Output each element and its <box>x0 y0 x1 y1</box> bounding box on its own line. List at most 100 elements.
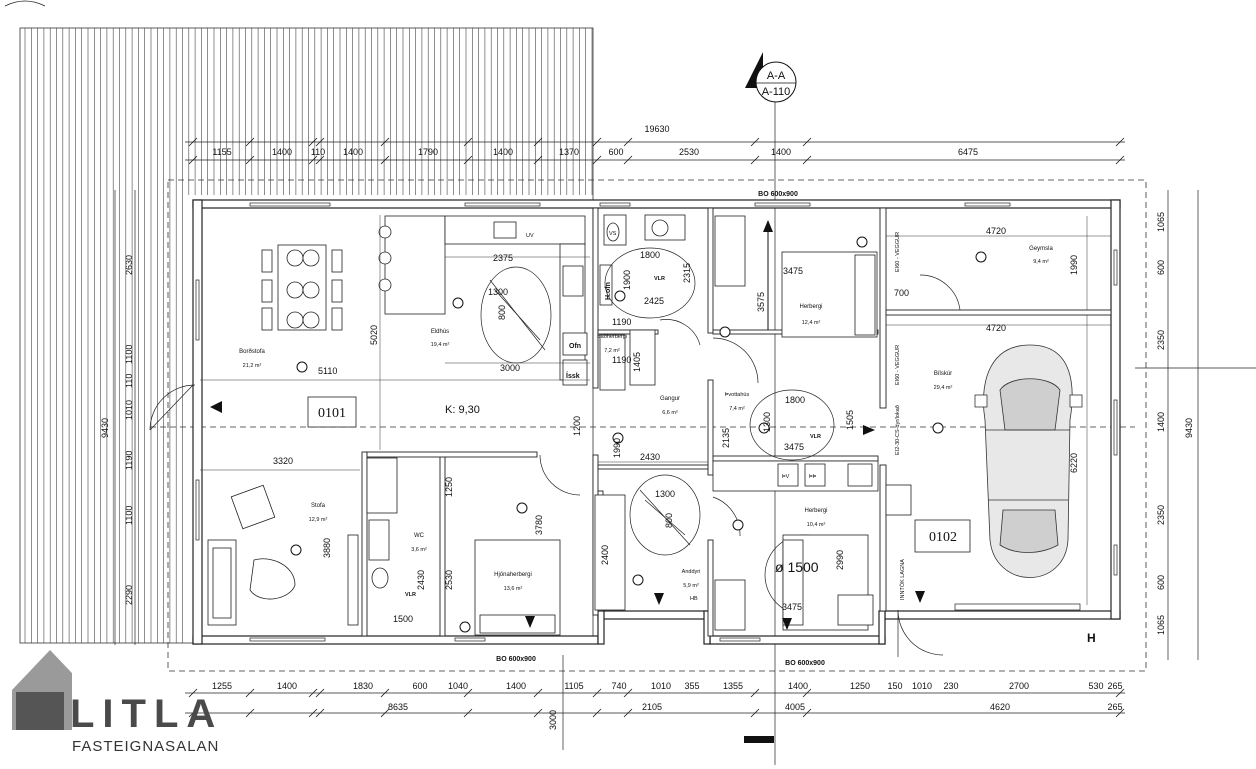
svg-text:2375: 2375 <box>493 253 513 263</box>
house-logo-icon <box>12 650 72 730</box>
room-name: WC <box>414 533 425 539</box>
svg-text:19630: 19630 <box>644 124 669 134</box>
dimension-tick <box>533 155 543 165</box>
svg-text:2105: 2105 <box>642 702 662 712</box>
dimension-right: 9430 1065 600 2350 1400 2350 600 1065 <box>1156 190 1199 660</box>
dining-table <box>261 244 343 331</box>
kitchen-fixtures <box>378 215 588 386</box>
room-area: 6,6 m² <box>662 410 678 416</box>
h-label: H <box>1087 631 1096 645</box>
room-name: Geymsla <box>1029 246 1053 252</box>
logo-word: LITLA <box>70 692 224 736</box>
level-label: K: 9,30 <box>445 404 480 416</box>
dimension-tick <box>1115 137 1125 147</box>
svg-text:0102: 0102 <box>929 530 957 545</box>
svg-text:2350: 2350 <box>1156 330 1166 350</box>
room-name: Baðherbergi <box>597 333 627 340</box>
car-icon <box>974 344 1083 578</box>
bathroom-fixtures <box>368 214 686 589</box>
svg-text:1300: 1300 <box>762 412 772 432</box>
dimension-tick <box>245 137 255 147</box>
svg-text:5020: 5020 <box>369 325 379 345</box>
svg-text:2530: 2530 <box>444 570 454 590</box>
svg-text:1190: 1190 <box>612 355 631 365</box>
svg-text:230: 230 <box>943 681 958 691</box>
svg-text:1990: 1990 <box>612 438 622 458</box>
svg-text:2990: 2990 <box>835 550 845 570</box>
inntok-label: INNTÖK LAGNA <box>899 559 906 600</box>
svg-text:1190: 1190 <box>612 317 631 327</box>
room-area: 7,4 m² <box>729 406 745 412</box>
svg-text:1500: 1500 <box>393 614 413 624</box>
radiator-marker <box>975 251 987 263</box>
svg-text:6220: 6220 <box>1069 453 1079 473</box>
room-area: 9,4 m² <box>1033 259 1049 265</box>
svg-text:1040: 1040 <box>448 681 468 691</box>
unit-label-right: 0102 <box>914 519 971 553</box>
plot-boundary <box>167 179 1147 672</box>
svg-text:5110: 5110 <box>318 366 337 376</box>
dimension-tick <box>592 155 602 165</box>
dimension-tick <box>623 137 633 147</box>
radiator-marker <box>296 361 308 373</box>
svg-text:1300: 1300 <box>655 489 675 499</box>
terrace-deck <box>19 27 594 644</box>
radiator-marker <box>932 422 944 434</box>
svg-text:1400: 1400 <box>277 681 297 691</box>
svg-text:3475: 3475 <box>783 266 803 276</box>
svg-text:600: 600 <box>608 147 623 157</box>
svg-text:1255: 1255 <box>212 681 232 691</box>
svg-text:3880: 3880 <box>322 538 332 558</box>
room-name: Bílskúr <box>934 371 952 377</box>
svg-text:265: 265 <box>1107 702 1122 712</box>
room-name: Eldhús <box>431 329 449 335</box>
fixture-labels: UV VS Ofn Íssk H.ofn VLR VLR VLR ÞV ÞÞ H… <box>405 231 1096 645</box>
tv-label: ÞV <box>782 474 790 480</box>
room-area: 21,2 m² <box>243 363 262 369</box>
dimension-tick <box>315 155 325 165</box>
unit-label-left: 0101 <box>307 396 357 428</box>
radiator-marker <box>732 519 744 531</box>
room-labels: Borðstofa 21,2 m² Eldhús 19,4 m² Baðherb… <box>239 246 1053 592</box>
room-name: Anddyri <box>682 569 701 575</box>
interior-dimensions: 5110 5020 2375 1300 800 3000 1800 1900 2… <box>200 215 1111 624</box>
svg-text:2135: 2135 <box>721 428 731 448</box>
wall-label-c: EI2-30-CS-dyr/lokað <box>894 405 901 455</box>
section-marker: A-A A-110 <box>745 52 797 103</box>
svg-text:740: 740 <box>611 681 626 691</box>
radiator-marker <box>614 290 626 302</box>
svg-text:800: 800 <box>664 513 674 528</box>
dimension-tick <box>463 137 473 147</box>
doors <box>149 274 961 657</box>
svg-text:600: 600 <box>412 681 427 691</box>
radiator-markers <box>290 236 987 633</box>
room-area: 12,4 m² <box>802 320 821 326</box>
svg-text:1800: 1800 <box>640 250 660 260</box>
svg-text:1400: 1400 <box>272 147 292 157</box>
svg-text:0101: 0101 <box>318 406 346 421</box>
svg-text:4720: 4720 <box>986 226 1006 236</box>
dimension-tick <box>592 137 602 147</box>
dimension-tick <box>380 155 390 165</box>
room-name: Gangur <box>660 396 680 402</box>
dimension-tick <box>245 155 255 165</box>
dimension-left: 9430 2630 1100 110 1010 1190 1100 2290 <box>100 190 136 645</box>
dimension-tick <box>188 155 198 165</box>
room-area: 10,4 m² <box>807 522 826 528</box>
svg-text:2700: 2700 <box>1009 681 1029 691</box>
svg-text:150: 150 <box>887 681 902 691</box>
svg-text:1400: 1400 <box>771 147 791 157</box>
radiator-marker <box>612 432 624 444</box>
svg-text:3780: 3780 <box>534 515 544 535</box>
svg-text:2350: 2350 <box>1156 505 1166 525</box>
radiator-marker <box>459 621 471 633</box>
radiator-marker <box>719 326 731 338</box>
svg-text:2425: 2425 <box>644 296 664 306</box>
svg-text:1155: 1155 <box>212 147 231 157</box>
room-area: 13,6 m² <box>504 586 523 592</box>
svg-text:1370: 1370 <box>559 147 579 157</box>
issk-label: Íssk <box>566 371 580 380</box>
svg-text:1400: 1400 <box>493 147 513 157</box>
svg-text:2430: 2430 <box>416 570 426 590</box>
svg-text:1505: 1505 <box>845 410 855 430</box>
